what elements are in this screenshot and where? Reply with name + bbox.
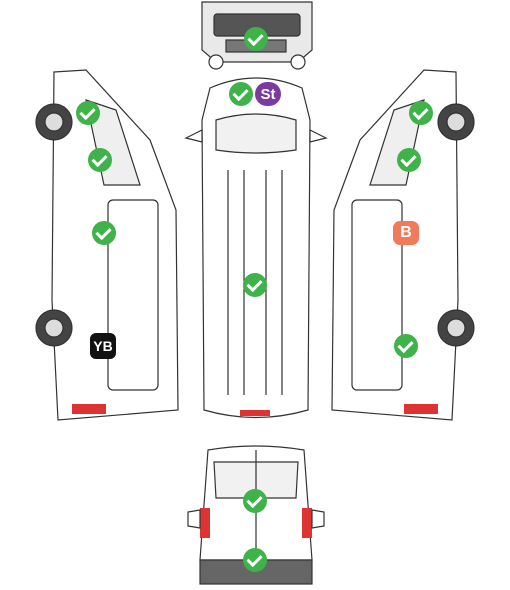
check-icon[interactable]: [229, 82, 253, 106]
check-icon[interactable]: [243, 548, 267, 572]
check-icon[interactable]: [76, 101, 100, 125]
check-icon[interactable]: [88, 148, 112, 172]
badge-yb-icon[interactable]: YB: [90, 333, 116, 359]
check-icon[interactable]: [409, 101, 433, 125]
check-icon[interactable]: [243, 273, 267, 297]
left-side-view: [35, 69, 179, 421]
badge-b-icon[interactable]: B: [393, 221, 419, 245]
check-icon[interactable]: [397, 148, 421, 172]
top-view: [184, 77, 328, 419]
right-side-view: [331, 69, 475, 421]
badge-st-icon[interactable]: St: [255, 82, 281, 106]
check-icon[interactable]: [394, 334, 418, 358]
check-icon[interactable]: [243, 489, 267, 513]
check-icon[interactable]: [92, 221, 116, 245]
check-icon[interactable]: [244, 27, 268, 51]
